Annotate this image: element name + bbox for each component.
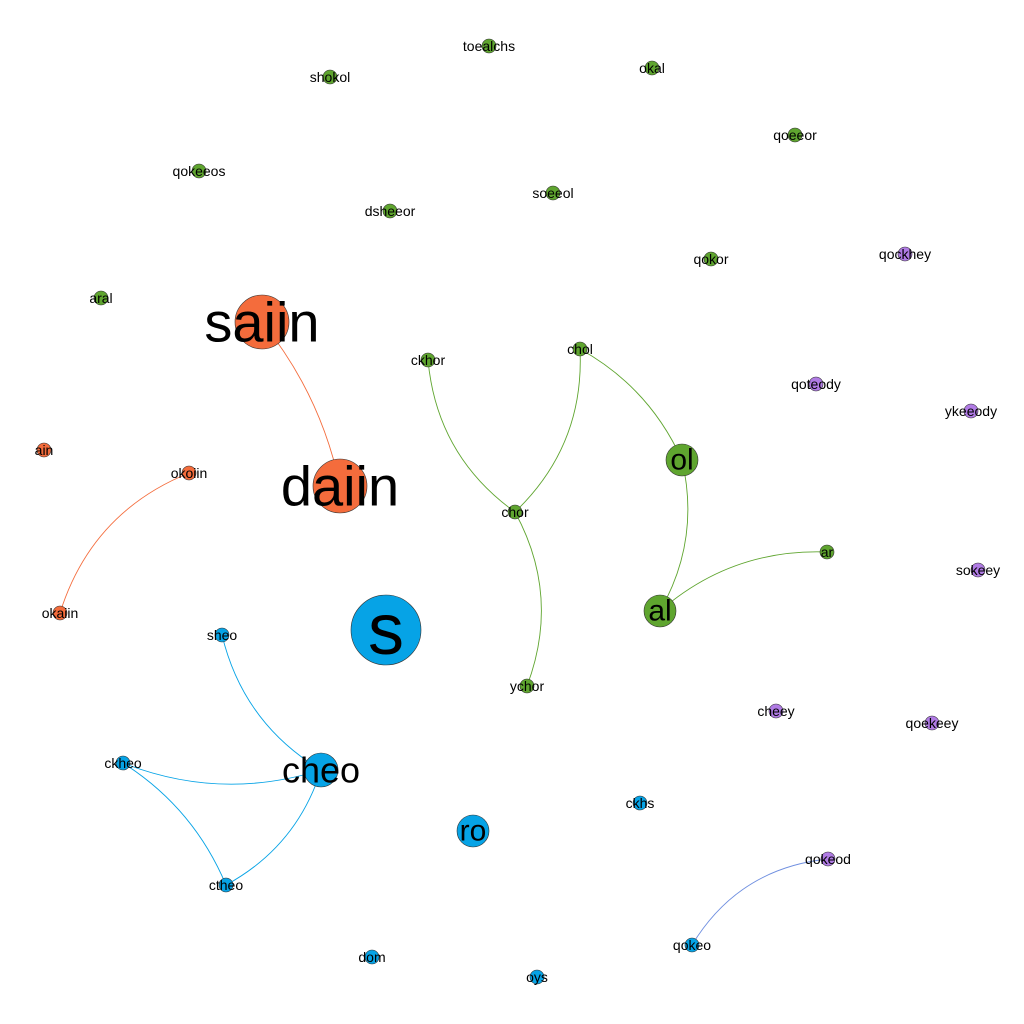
node-label-ol: ol: [670, 444, 693, 477]
node-qokeo[interactable]: [684, 937, 700, 953]
node-label-ckhs: ckhs: [626, 795, 655, 811]
node-ain[interactable]: [36, 442, 52, 458]
node-label-okaiin: okaiin: [42, 605, 79, 621]
node-dom[interactable]: [364, 949, 380, 965]
node-label-ckheo: ckheo: [104, 755, 142, 771]
node-label-chol: chol: [567, 341, 593, 357]
node-label-cheey: cheey: [757, 703, 794, 719]
node-label-sheo: sheo: [207, 627, 238, 643]
node-s[interactable]: [350, 594, 422, 666]
node-label-qoeeor: qoeeor: [773, 127, 817, 143]
edge-cheo-ckheo: [122, 762, 322, 785]
node-label-s: s: [368, 590, 404, 670]
node-qoeeor[interactable]: [787, 127, 803, 143]
node-ol[interactable]: [665, 443, 699, 477]
edge-sheo-cheo: [221, 634, 322, 771]
node-label-ckhor: ckhor: [411, 352, 446, 368]
node-ykeeody[interactable]: [963, 403, 979, 419]
edge-ckhor-chor: [427, 359, 516, 513]
node-label-qokeod: qokeod: [805, 851, 851, 867]
node-label-chor: chor: [501, 504, 529, 520]
node-label-dsheeor: dsheeor: [365, 203, 416, 219]
node-label-ro: ro: [460, 815, 487, 848]
node-daiin[interactable]: [312, 458, 368, 514]
node-saiin[interactable]: [234, 294, 290, 350]
node-label-qokeo: qokeo: [673, 937, 711, 953]
node-ctheo[interactable]: [218, 877, 234, 893]
node-label-oys: oys: [526, 969, 548, 985]
node-label-dom: dom: [358, 949, 385, 965]
node-qokeod[interactable]: [820, 851, 836, 867]
node-ckhor[interactable]: [420, 352, 436, 368]
node-okal[interactable]: [644, 60, 660, 76]
nodes-layer: [36, 38, 986, 985]
node-okaiin[interactable]: [52, 605, 68, 621]
edge-chor-ychor: [514, 511, 542, 687]
node-al[interactable]: [643, 594, 677, 628]
node-label-cheo: cheo: [282, 750, 360, 791]
node-label-aral: aral: [89, 290, 112, 306]
edge-okoiin-okaiin: [59, 472, 190, 614]
node-dsheeor[interactable]: [382, 203, 398, 219]
edges-layer: [59, 321, 829, 946]
node-ar[interactable]: [819, 544, 835, 560]
node-label-ctheo: ctheo: [209, 877, 243, 893]
node-label-okoiin: okoiin: [171, 465, 208, 481]
node-label-qoekeey: qoekeey: [906, 715, 959, 731]
edge-al-ar: [659, 551, 828, 612]
node-label-qokor: qokor: [693, 251, 728, 267]
edge-ckheo-ctheo: [122, 762, 227, 886]
node-aral[interactable]: [93, 290, 109, 306]
node-toealchs[interactable]: [481, 38, 497, 54]
node-chor[interactable]: [507, 504, 523, 520]
node-label-toealchs: toealchs: [463, 38, 515, 54]
node-chol[interactable]: [572, 341, 588, 357]
node-shokol[interactable]: [322, 69, 338, 85]
node-label-sokeey: sokeey: [956, 562, 1000, 578]
node-label-qoteody: qoteody: [791, 376, 841, 392]
node-qoteody[interactable]: [808, 376, 824, 392]
node-label-al: al: [648, 595, 671, 628]
edge-chol-chor: [514, 348, 581, 513]
node-qockhey[interactable]: [897, 246, 913, 262]
node-ychor[interactable]: [519, 678, 535, 694]
node-label-soeeol: soeeol: [532, 185, 573, 201]
labels-layer: saiin daiin ain okoiin okaiin toealchs shokol o…: [35, 38, 1001, 985]
node-qokeeos[interactable]: [191, 163, 207, 179]
edge-chol-ol: [579, 348, 683, 461]
edge-cheo-ctheo: [225, 769, 322, 886]
node-cheo[interactable]: [303, 752, 339, 788]
node-qoekeey[interactable]: [924, 715, 940, 731]
node-soeeol[interactable]: [545, 185, 561, 201]
node-label-ychor: ychor: [510, 678, 545, 694]
node-label-okal: okal: [639, 60, 665, 76]
node-label-shokol: shokol: [310, 69, 350, 85]
node-label-qokeeos: qokeeos: [173, 163, 226, 179]
node-oys[interactable]: [529, 969, 545, 985]
node-ckheo[interactable]: [115, 755, 131, 771]
edge-qokeo-qokeod: [691, 858, 829, 946]
node-sheo[interactable]: [214, 627, 230, 643]
node-okoiin[interactable]: [181, 465, 197, 481]
node-qokor[interactable]: [703, 251, 719, 267]
node-label-ain: ain: [35, 442, 54, 458]
node-label-qockhey: qockhey: [879, 246, 931, 262]
node-sokeey[interactable]: [970, 562, 986, 578]
node-cheey[interactable]: [768, 703, 784, 719]
node-label-saiin: saiin: [204, 291, 319, 354]
node-label-ar: ar: [821, 544, 834, 560]
node-ckhs[interactable]: [632, 795, 648, 811]
node-label-daiin: daiin: [281, 455, 399, 518]
node-label-ykeeody: ykeeody: [945, 403, 997, 419]
node-ro[interactable]: [456, 814, 490, 848]
edge-ol-al: [659, 459, 689, 612]
